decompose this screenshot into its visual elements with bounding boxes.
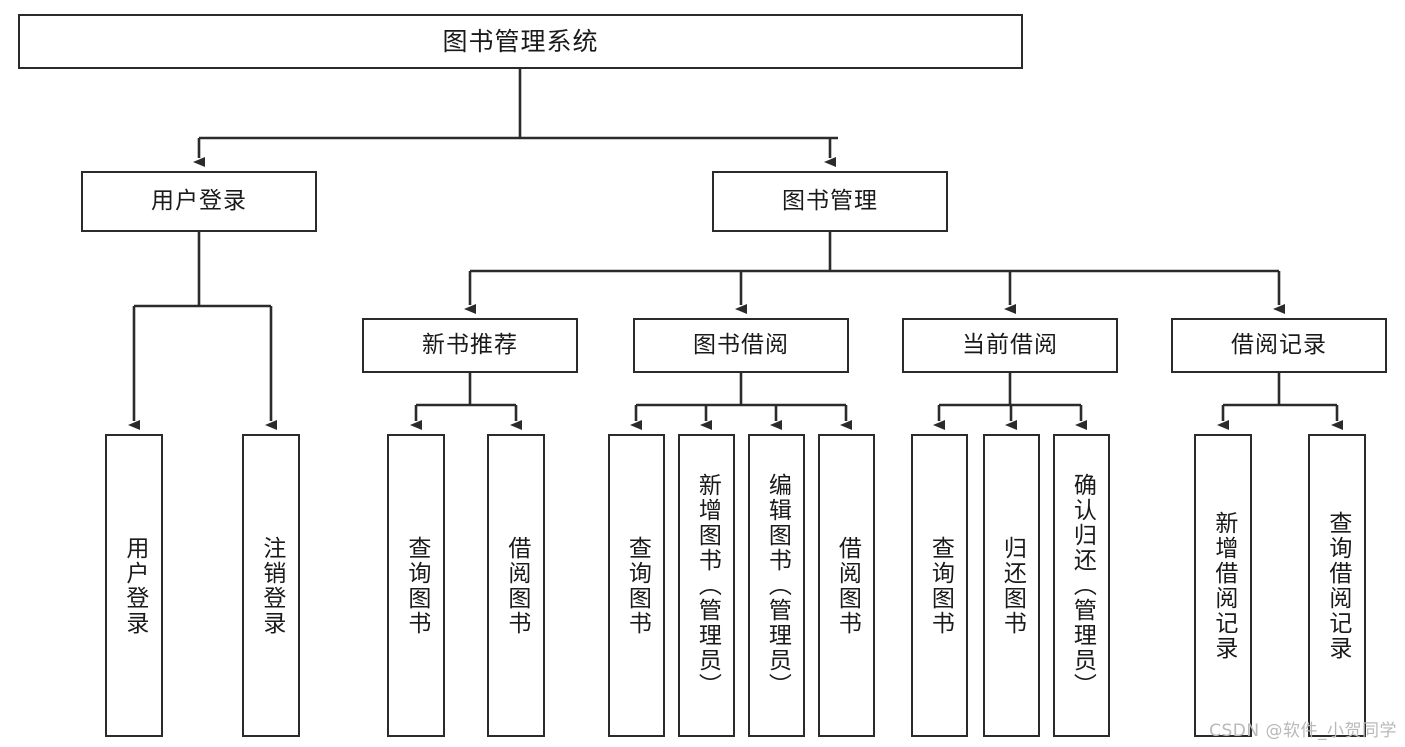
node-leaf-edit-book-label: 编辑图书（管理员） [764,473,791,698]
node-current-borrow[interactable]: 当前借阅 [902,318,1118,373]
node-borrow-records-label: 借阅记录 [1231,331,1327,358]
csdn-watermark: CSDN @软件_小贺同学 [1209,721,1397,741]
node-leaf-query-book-2[interactable]: 查询图书 [608,434,665,737]
node-leaf-query-book-3[interactable]: 查询图书 [911,434,968,737]
node-user-login-label: 用户登录 [151,187,247,214]
node-leaf-confirm-return[interactable]: 确认归还（管理员） [1053,434,1110,737]
node-leaf-return-book[interactable]: 归还图书 [983,434,1040,737]
node-book-management-label: 图书管理 [782,187,878,214]
node-leaf-add-record[interactable]: 新增借阅记录 [1194,434,1252,737]
node-leaf-query-book-1-label: 查询图书 [403,535,430,636]
node-leaf-borrow-book-1-label: 借阅图书 [503,535,530,636]
node-leaf-confirm-return-label: 确认归还（管理员） [1069,473,1096,698]
node-leaf-query-book-2-label: 查询图书 [624,535,651,636]
node-leaf-borrow-book-2-label: 借阅图书 [834,535,861,636]
node-leaf-user-login[interactable]: 用户登录 [105,434,163,737]
node-leaf-borrow-book-2[interactable]: 借阅图书 [818,434,875,737]
node-book-borrow-label: 图书借阅 [693,331,789,358]
node-book-borrow[interactable]: 图书借阅 [633,318,849,373]
node-leaf-query-book-3-label: 查询图书 [927,535,954,636]
node-leaf-add-book-label: 新增图书（管理员） [694,473,721,698]
node-user-login[interactable]: 用户登录 [81,171,317,232]
node-leaf-add-record-label: 新增借阅记录 [1210,510,1237,661]
node-leaf-user-login-label: 用户登录 [121,535,148,636]
node-leaf-add-book[interactable]: 新增图书（管理员） [678,434,735,737]
node-book-management[interactable]: 图书管理 [712,171,948,232]
node-leaf-query-record[interactable]: 查询借阅记录 [1308,434,1366,737]
node-leaf-logout-label: 注销登录 [258,535,285,636]
node-root-label: 图书管理系统 [442,26,599,56]
node-leaf-logout[interactable]: 注销登录 [242,434,300,737]
node-leaf-query-record-label: 查询借阅记录 [1324,510,1351,661]
node-leaf-edit-book[interactable]: 编辑图书（管理员） [748,434,805,737]
node-new-book-recommend-label: 新书推荐 [422,331,518,358]
node-new-book-recommend[interactable]: 新书推荐 [362,318,578,373]
node-root[interactable]: 图书管理系统 [18,14,1023,69]
node-leaf-borrow-book-1[interactable]: 借阅图书 [487,434,545,737]
node-borrow-records[interactable]: 借阅记录 [1171,318,1387,373]
node-leaf-query-book-1[interactable]: 查询图书 [387,434,445,737]
node-leaf-return-book-label: 归还图书 [999,535,1026,636]
node-current-borrow-label: 当前借阅 [962,331,1058,358]
